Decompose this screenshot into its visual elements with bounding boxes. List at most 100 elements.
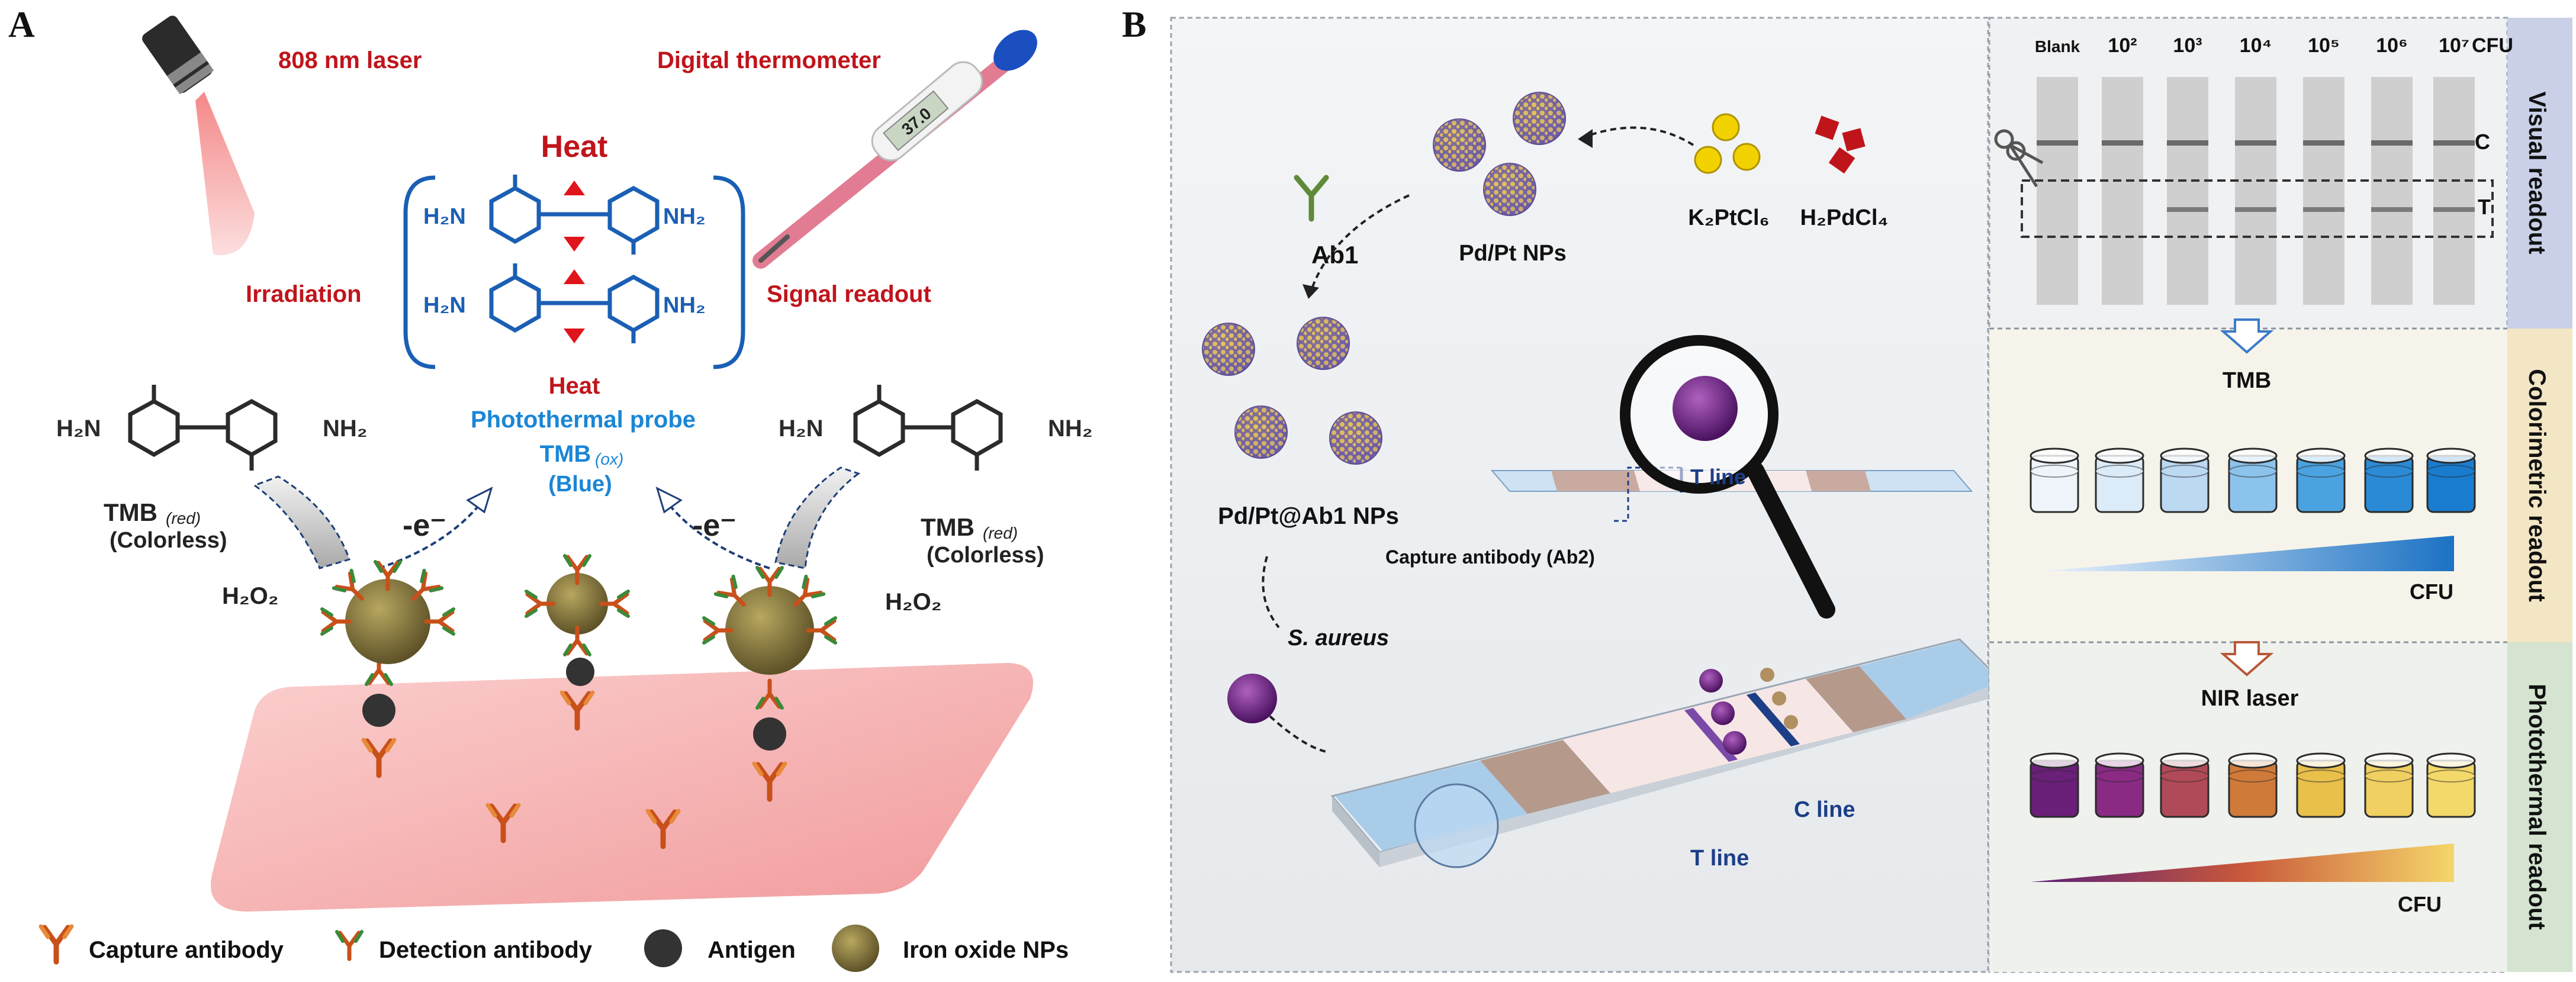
colorimetric-tube-meniscus <box>2427 465 2475 478</box>
test-line <box>2167 207 2208 212</box>
photothermal-tubes <box>2030 752 2476 818</box>
np-complex-middle <box>526 556 628 728</box>
lateral-flow-strip <box>1330 638 2003 867</box>
strip-label: 10⁶ <box>2376 34 2407 57</box>
irradiation-label: Irradiation <box>246 281 362 307</box>
test-strip <box>2167 77 2208 305</box>
antigen-icon <box>644 929 682 967</box>
capture-antibody-icon <box>41 926 72 962</box>
s-aureus-label: S. aureus <box>1288 626 1389 651</box>
side-tab-photothermal <box>2507 642 2572 972</box>
photothermal-tube-meniscus <box>2427 769 2475 783</box>
test-strip <box>2303 77 2345 305</box>
tmb-red-left-structure <box>128 385 278 471</box>
panel-b-label: B <box>1122 5 1146 45</box>
colorimetric-tube-meniscus <box>2297 465 2345 478</box>
colorimetric-tube <box>2160 455 2210 513</box>
laser-icon <box>142 15 255 256</box>
photothermal-tube-rim <box>2160 752 2210 769</box>
nir-label: NIR laser <box>2201 686 2299 711</box>
tmb-ox-label: TMB <box>540 441 591 467</box>
strip-label: Blank <box>2035 37 2080 56</box>
photothermal-wedge <box>2031 843 2454 882</box>
photothermal-tube-rim <box>2030 752 2079 769</box>
heat-arrows <box>564 181 585 343</box>
tmb-ox-color: (Blue) <box>548 472 612 497</box>
control-line <box>2102 140 2143 146</box>
probe-label: Photothermal probe <box>471 407 696 433</box>
photothermal-tube-meniscus <box>2095 769 2144 783</box>
k2ptcl6-label: K₂PtCl₆ <box>1688 205 1770 230</box>
control-line <box>2235 140 2276 146</box>
control-line <box>2433 140 2475 146</box>
colorimetric-tubes <box>2030 447 2476 513</box>
control-line <box>2037 140 2078 146</box>
cfu-top-label: CFU <box>2472 34 2513 57</box>
np-complex-left <box>322 562 454 775</box>
tmb-red-right-structure <box>853 385 1003 471</box>
test-strip <box>2235 77 2276 305</box>
t-line-zoom-label: T line <box>1690 465 1746 489</box>
tmb-red-left-sub: (red) <box>166 509 201 527</box>
colorimetric-tube <box>2296 455 2346 513</box>
colorimetric-tube-rim <box>2030 447 2079 464</box>
down-arrow-1 <box>2220 318 2274 354</box>
sample-splash <box>1414 783 1499 868</box>
capture-ab2-label: Capture antibody (Ab2) <box>1385 546 1595 568</box>
tmb-red-left-label: TMB <box>104 498 157 526</box>
photothermal-tube <box>2426 759 2476 818</box>
electron-right: -e⁻ <box>693 508 737 543</box>
amine-left-bottom: H₂N <box>423 293 466 318</box>
amine-left-red1: H₂N <box>56 416 101 442</box>
heat-top-label: Heat <box>541 130 608 164</box>
colorless-right: (Colorless) <box>927 543 1044 568</box>
photothermal-tube-meniscus <box>2160 769 2209 783</box>
amine-right-top: NH₂ <box>663 204 706 229</box>
t-line-label: T line <box>1690 846 1749 871</box>
photothermal-tube <box>2095 759 2144 818</box>
readout-panel: Visual readout Colorimetric readout Phot… <box>1988 17 2572 973</box>
colorless-left: (Colorless) <box>110 528 227 553</box>
colorimetric-tube <box>2095 455 2144 513</box>
strip-label: 10⁷ <box>2439 34 2469 57</box>
photothermal-tube <box>2160 759 2210 818</box>
t-label: T <box>2478 195 2491 219</box>
legend-capture: Capture antibody <box>89 937 284 963</box>
conjugation-arrow <box>1310 194 1410 291</box>
test-strip <box>2433 77 2475 305</box>
colorimetric-tube-rim <box>2228 447 2278 464</box>
signal-readout-label: Signal readout <box>767 281 931 307</box>
photothermal-tube-rim <box>2426 752 2476 769</box>
colorimetric-tube-rim <box>2095 447 2144 464</box>
photothermal-tube-meniscus <box>2228 769 2277 783</box>
colorimetric-tube <box>2364 455 2414 513</box>
panel-b-frame <box>1170 17 1989 973</box>
test-line <box>2433 207 2475 212</box>
photothermal-tube <box>2296 759 2346 818</box>
colorimetric-tube-meniscus <box>2095 465 2144 478</box>
control-line <box>2371 140 2413 146</box>
amine-right-red1: NH₂ <box>323 416 368 442</box>
amine-left-red2: H₂N <box>779 416 824 442</box>
colorimetric-wedge <box>2043 536 2454 571</box>
colorimetric-tube-meniscus <box>2228 465 2277 478</box>
pdpt-ab1-label: Pd/Pt@Ab1 NPs <box>1218 503 1399 529</box>
tmb-ox-sub: (ox) <box>595 450 623 468</box>
scissors-icon <box>1994 129 2044 188</box>
s-aureus-icon <box>1227 674 1277 723</box>
test-line <box>2371 207 2413 212</box>
legend-detection: Detection antibody <box>379 937 593 963</box>
photothermal-tube-rim <box>2296 752 2346 769</box>
panel-a: A 808 nm laser Irradiation 37.0 Digital … <box>8 5 1093 972</box>
thermometer-label: Digital thermometer <box>657 47 881 73</box>
colorimetric-tube-rim <box>2160 447 2210 464</box>
synthesis-arrow <box>1586 126 1694 146</box>
t-region-box <box>2021 179 2494 238</box>
colorimetric-tube <box>2030 455 2079 513</box>
side-tab-visual <box>2507 18 2572 329</box>
test-line <box>2235 207 2276 212</box>
photothermal-tube-rim <box>2364 752 2414 769</box>
photothermal-tube <box>2228 759 2278 818</box>
